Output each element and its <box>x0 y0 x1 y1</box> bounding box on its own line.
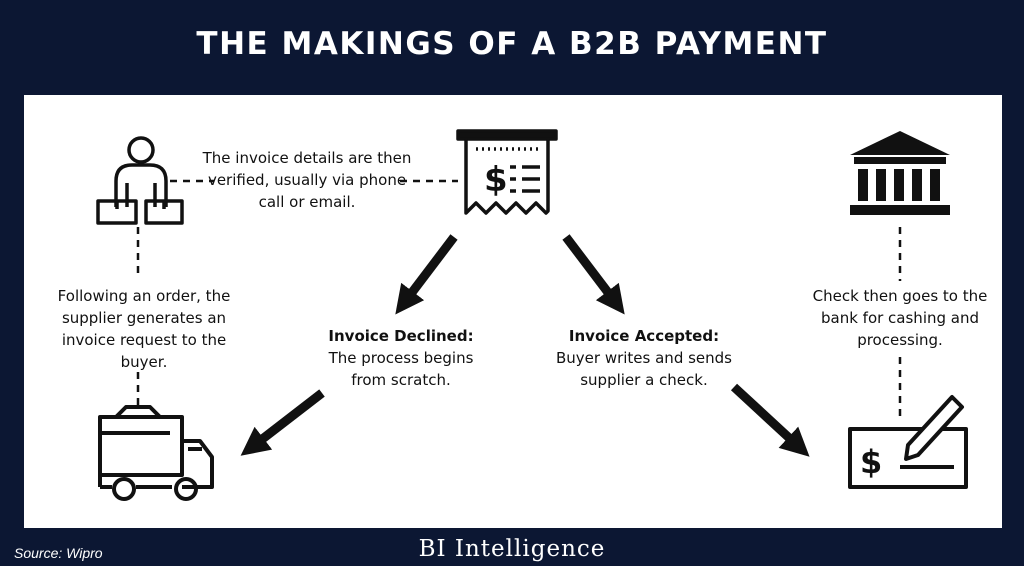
accepted-heading: Invoice Accepted: <box>568 327 720 345</box>
person-with-boxes-icon <box>96 136 184 225</box>
arrow-to-declined <box>395 234 458 315</box>
verify-step-text: The invoice details are then verified, u… <box>202 149 412 211</box>
source-note: Source: Wipro <box>14 545 103 561</box>
declined-heading: Invoice Declined: <box>328 327 474 345</box>
dashed-connectors <box>136 179 902 419</box>
page-title: THE MAKINGS OF A B2B PAYMENT <box>196 26 828 62</box>
check-pen-icon: $ <box>848 395 968 489</box>
declined-body: The process begins from scratch. <box>328 349 474 389</box>
arrow-to-check <box>730 383 810 457</box>
arrow-to-truck <box>240 389 325 456</box>
bank-step-text: Check then goes to the bank for cashing … <box>812 287 988 349</box>
diagram-art: $ <box>96 129 968 501</box>
declined-block: Invoice Declined: The process begins fro… <box>316 325 486 391</box>
arrow-to-accepted <box>562 234 625 315</box>
bank-icon <box>850 131 950 215</box>
flow-arrows <box>240 234 810 457</box>
delivery-truck-icon <box>98 405 214 501</box>
brand-logo: BI Intelligence <box>418 536 606 562</box>
diagram-panel: $ <box>24 95 1002 528</box>
svg-text:$: $ <box>860 443 882 481</box>
svg-text:$: $ <box>484 160 508 200</box>
accepted-body: Buyer writes and sends supplier a check. <box>555 349 732 389</box>
invoice-receipt-icon: $ <box>456 129 558 215</box>
accepted-block: Invoice Accepted: Buyer writes and sends… <box>544 325 744 391</box>
generate-step-text: Following an order, the supplier generat… <box>57 287 231 371</box>
